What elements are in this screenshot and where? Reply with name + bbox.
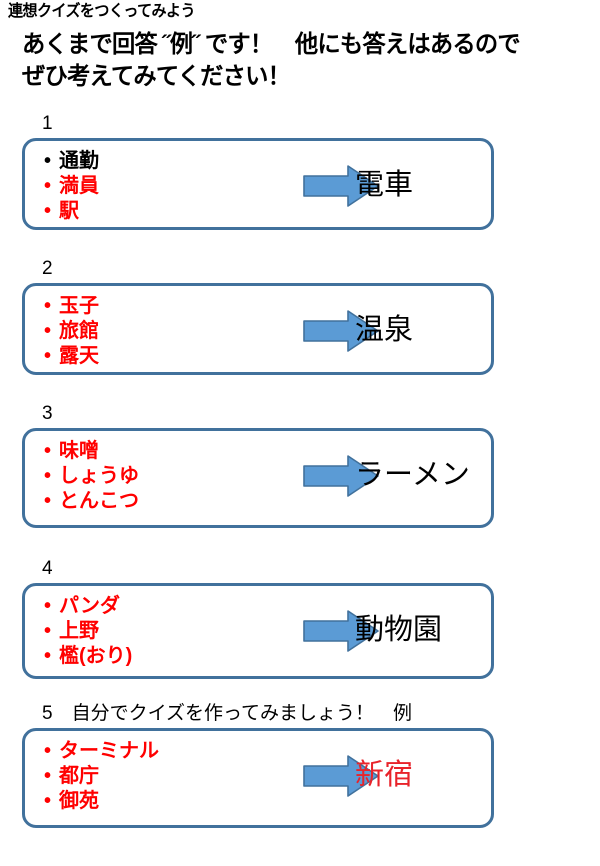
- clue-item: • パンダ: [43, 594, 132, 619]
- header-subtitle-line-2: ぜひ考えてみてください！: [22, 63, 291, 90]
- quiz-card[interactable]: • 味噌 • しょうゆ • とんこつ ラーメン: [22, 428, 494, 528]
- bullet-icon: •: [44, 200, 52, 222]
- right-arrow-icon: [303, 310, 379, 352]
- clue-item: • 露天: [43, 344, 99, 369]
- bullet-icon: •: [44, 645, 52, 667]
- clue-label: 味噌: [59, 440, 99, 462]
- clue-label: ターミナル: [59, 740, 159, 762]
- clue-label: 上野: [59, 620, 99, 642]
- quiz-number-caption: 3: [42, 403, 53, 424]
- clue-item: • 玉子: [43, 294, 99, 319]
- bullet-icon: •: [44, 465, 52, 487]
- bullet-icon: •: [44, 175, 52, 197]
- clue-label: 通勤: [59, 150, 99, 172]
- clue-item: • 都庁: [43, 764, 159, 789]
- answer-label: 動物園: [355, 614, 443, 646]
- bullet-icon: •: [44, 740, 52, 762]
- clue-list: • パンダ • 上野 • 檻(おり): [43, 594, 132, 669]
- bullet-icon: •: [44, 150, 52, 172]
- right-arrow-icon: [303, 755, 379, 797]
- clue-label: 旅館: [59, 320, 99, 342]
- clue-label: 満員: [59, 175, 99, 197]
- header-subtitle-line-1: あくまで回答 ˝例˝ です！ 他にも答えはあるので: [22, 31, 521, 58]
- clue-item: • とんこつ: [43, 489, 139, 514]
- clue-label: 都庁: [59, 765, 99, 787]
- bullet-icon: •: [44, 345, 52, 367]
- clue-label: 駅: [59, 200, 79, 222]
- answer-label: 電車: [355, 169, 414, 201]
- right-arrow-icon: [303, 610, 379, 652]
- quiz-number-caption: 4: [42, 558, 53, 579]
- clue-item: • 旅館: [43, 319, 99, 344]
- clue-label: 御苑: [59, 790, 99, 812]
- quiz-card[interactable]: •通勤•満員•駅電車: [22, 138, 494, 230]
- clue-item: • 満員: [43, 174, 99, 199]
- clue-item: • しょうゆ: [43, 464, 139, 489]
- quiz-number-caption: 5 自分でクイズを作ってみましょう！ 例: [42, 703, 413, 724]
- clue-list: • ターミナル • 都庁 • 御苑: [43, 739, 159, 814]
- clue-label: 玉子: [59, 295, 99, 317]
- quiz-card[interactable]: • 玉子 • 旅館 • 露天 温泉: [22, 283, 494, 375]
- clue-list: • 玉子 • 旅館 • 露天: [43, 294, 99, 369]
- quiz-card[interactable]: • パンダ • 上野 • 檻(おり) 動物園: [22, 583, 494, 679]
- bullet-icon: •: [44, 620, 52, 642]
- clue-label: 露天: [59, 345, 99, 367]
- clue-label: パンダ: [59, 595, 120, 617]
- quiz-number-caption: 1: [42, 113, 53, 134]
- right-arrow-icon: [303, 165, 379, 207]
- bullet-icon: •: [44, 790, 52, 812]
- quiz-card[interactable]: • ターミナル • 都庁 • 御苑 新宿: [22, 728, 494, 828]
- bullet-icon: •: [44, 295, 52, 317]
- bullet-icon: •: [44, 320, 52, 342]
- answer-label: ラーメン: [355, 459, 470, 491]
- page-title: 連想クイズをつくってみよう: [8, 3, 196, 20]
- right-arrow-icon: [303, 455, 379, 497]
- clue-item: • 通勤: [43, 149, 99, 174]
- bullet-icon: •: [44, 595, 52, 617]
- clue-item: • ターミナル: [43, 739, 159, 764]
- clue-item: • 上野: [43, 619, 132, 644]
- clue-label: 檻(おり): [59, 645, 133, 667]
- clue-list: • 味噌 • しょうゆ • とんこつ: [43, 439, 139, 514]
- bullet-icon: •: [44, 440, 52, 462]
- clue-item: •駅: [43, 199, 99, 224]
- answer-label: 温泉: [355, 314, 414, 346]
- clue-label: しょうゆ: [59, 465, 139, 487]
- quiz-number-caption: 2: [42, 258, 53, 279]
- clue-label: とんこつ: [59, 490, 139, 512]
- clue-list: •通勤•満員•駅: [43, 149, 99, 224]
- answer-label: 新宿: [355, 759, 414, 791]
- bullet-icon: •: [44, 490, 52, 512]
- bullet-icon: •: [44, 765, 52, 787]
- clue-item: • 味噌: [43, 439, 139, 464]
- clue-item: • 檻(おり): [43, 644, 132, 669]
- clue-item: • 御苑: [43, 789, 159, 814]
